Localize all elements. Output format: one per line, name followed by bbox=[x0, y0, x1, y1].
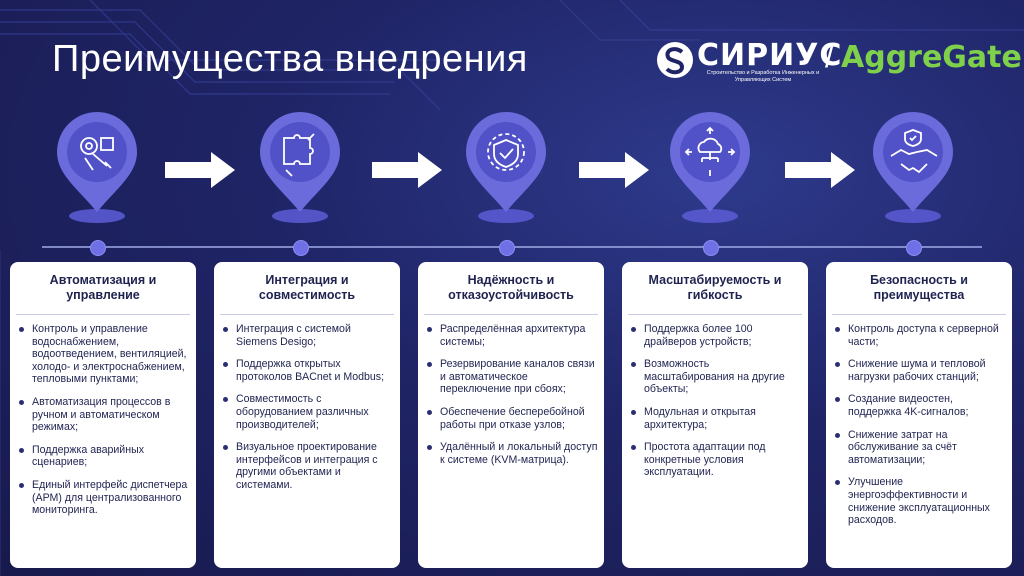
list-item: Совместимость с оборудованием различных … bbox=[223, 393, 394, 431]
gear-hand-icon bbox=[57, 112, 137, 223]
card-integration: Интеграция и совместимость Интеграция с … bbox=[214, 262, 400, 568]
shield-check-icon bbox=[466, 112, 546, 223]
list-item: Резервирование каналов связи и автоматич… bbox=[427, 358, 598, 396]
list-item: Распределённая архитектура системы; bbox=[427, 323, 598, 348]
timeline-dot bbox=[293, 240, 309, 256]
arrow-right-icon bbox=[579, 152, 649, 188]
list-item: Удалённый и локальный доступ к системе (… bbox=[427, 441, 598, 466]
handshake-shield-icon bbox=[873, 112, 953, 223]
card-title: Надёжность и отказоустойчивость bbox=[448, 273, 574, 302]
partner-name: AggreGate bbox=[841, 40, 1022, 75]
card-list: Контроль и управление водоснабжением, во… bbox=[10, 315, 196, 517]
arrow-right-icon bbox=[372, 152, 442, 188]
brand-tagline: Строительство и Разработка Инженерных и … bbox=[706, 70, 820, 83]
card-reliability: Надёжность и отказоустойчивость Распреде… bbox=[418, 262, 604, 568]
card-divider bbox=[16, 314, 190, 315]
list-item: Простота адаптации под конкретные услови… bbox=[631, 441, 802, 479]
timeline-dot bbox=[499, 240, 515, 256]
card-list: Контроль доступа к серверной части; Сниж… bbox=[826, 315, 1012, 527]
company-logo: СИРИУС Строительство и Разработка Инжене… bbox=[655, 38, 1022, 84]
list-item: Визуальное проектирование интерфейсов и … bbox=[223, 441, 394, 491]
list-item: Поддержка открытых протоколов BACnet и M… bbox=[223, 358, 394, 383]
card-title: Безопасность и преимущества bbox=[870, 273, 968, 302]
page-title: Преимущества внедрения bbox=[52, 38, 528, 80]
list-item: Возможность масштабирования на другие об… bbox=[631, 358, 802, 396]
list-item: Контроль доступа к серверной части; bbox=[835, 323, 1006, 348]
card-divider bbox=[832, 314, 1006, 315]
card-automation: Автоматизация и управление Контроль и уп… bbox=[10, 262, 196, 568]
brand-name: СИРИУС bbox=[697, 38, 843, 73]
list-item: Контроль и управление водоснабжением, во… bbox=[19, 323, 190, 386]
card-divider bbox=[220, 314, 394, 315]
card-divider bbox=[628, 314, 802, 315]
card-scalability: Масштабируемость и гибкость Поддержка бо… bbox=[622, 262, 808, 568]
card-title: Интеграция и совместимость bbox=[258, 273, 356, 302]
card-title: Масштабируемость и гибкость bbox=[648, 273, 782, 302]
card-list: Поддержка более 100 драйверов устройств;… bbox=[622, 315, 808, 479]
card-title: Автоматизация и управление bbox=[49, 273, 157, 302]
page-number: 6 bbox=[1001, 549, 1012, 569]
sirius-logo-icon bbox=[657, 42, 693, 78]
list-item: Улучшение энергоэффективности и снижение… bbox=[835, 476, 1006, 526]
timeline-dot bbox=[90, 240, 106, 256]
list-item: Поддержка более 100 драйверов устройств; bbox=[631, 323, 802, 348]
list-item: Модульная и открытая архитектура; bbox=[631, 406, 802, 431]
list-item: Интеграция с системой Siemens Desigo; bbox=[223, 323, 394, 348]
timeline-dot bbox=[703, 240, 719, 256]
arrow-right-icon bbox=[785, 152, 855, 188]
list-item: Снижение затрат на обслуживание за счёт … bbox=[835, 429, 1006, 467]
logo-slash: / bbox=[825, 38, 834, 74]
cloud-network-icon bbox=[670, 112, 750, 223]
card-list: Интеграция с системой Siemens Desigo; По… bbox=[214, 315, 400, 492]
list-item: Поддержка аварийных сценариев; bbox=[19, 444, 190, 469]
list-item: Единый интерфейс диспетчера (АРМ) для це… bbox=[19, 479, 190, 517]
timeline-dot bbox=[906, 240, 922, 256]
list-item: Автоматизация процессов в ручном и автом… bbox=[19, 396, 190, 434]
puzzle-icon bbox=[260, 112, 340, 223]
arrow-right-icon bbox=[165, 152, 235, 188]
card-list: Распределённая архитектура системы; Резе… bbox=[418, 315, 604, 466]
list-item: Создание видеостен, поддержка 4K-сигнало… bbox=[835, 393, 1006, 418]
list-item: Снижение шума и тепловой нагрузки рабочи… bbox=[835, 358, 1006, 383]
card-security: Безопасность и преимущества Контроль дос… bbox=[826, 262, 1012, 568]
card-divider bbox=[424, 314, 598, 315]
list-item: Обеспечение бесперебойной работы при отк… bbox=[427, 406, 598, 431]
